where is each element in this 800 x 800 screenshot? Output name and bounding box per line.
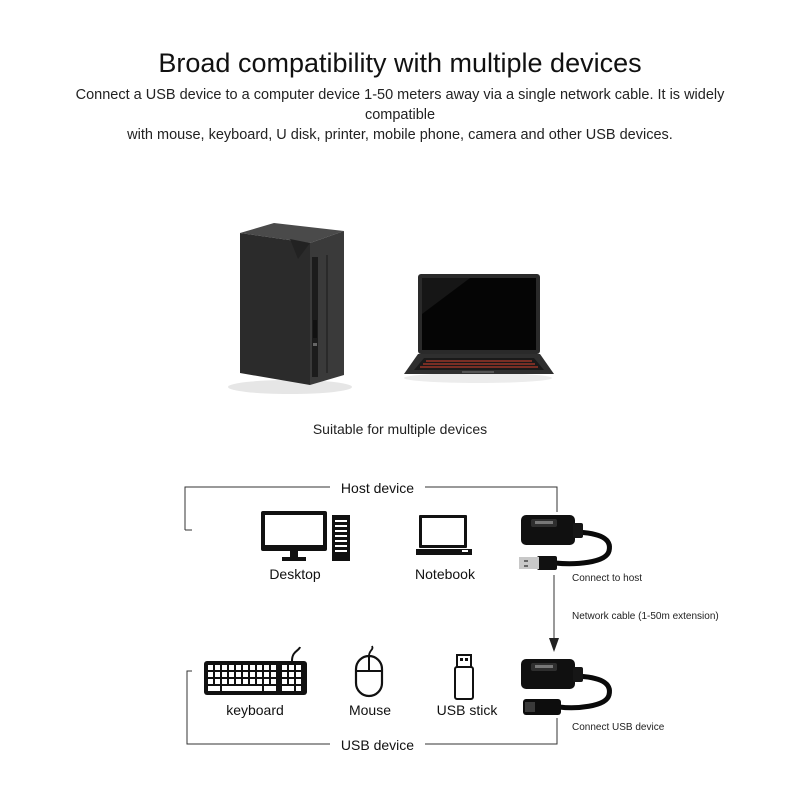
- network-cable-label: Network cable (1-50m extension): [572, 611, 719, 622]
- host-device-label-notebook: Notebook: [415, 566, 475, 582]
- usb-device-label-keyboard: keyboard: [226, 702, 284, 718]
- photo-caption: Suitable for multiple devices: [312, 421, 488, 437]
- notebook-icon: [416, 515, 472, 555]
- mouse-icon: [354, 645, 384, 698]
- connect-to-host-label: Connect to host: [572, 573, 643, 584]
- keyboard-icon: [204, 646, 307, 695]
- description-line-1: Connect a USB device to a computer devic…: [75, 87, 725, 123]
- description-line-2: with mouse, keyboard, U disk, printer, m…: [127, 127, 673, 143]
- connect-usb-device-label: Connect USB device: [572, 722, 665, 733]
- usb-male-adapter-icon: [519, 515, 612, 570]
- tower-pc-image: [228, 223, 352, 394]
- page-description: Connect a USB device to a computer devic…: [40, 85, 760, 145]
- host-device-group-label: Host device: [340, 480, 415, 496]
- usb-stick-icon: [454, 654, 474, 700]
- usb-device-label-mouse: Mouse: [348, 702, 392, 718]
- usb-device-label-usb-stick: USB stick: [436, 702, 498, 718]
- laptop-image: [404, 274, 554, 383]
- usb-female-adapter-icon: [521, 659, 612, 715]
- host-device-label-desktop: Desktop: [269, 566, 321, 582]
- usb-device-group-label: USB device: [340, 737, 415, 753]
- page-title: Broad compatibility with multiple device…: [158, 48, 642, 78]
- desktop-computer-icon: [261, 511, 350, 561]
